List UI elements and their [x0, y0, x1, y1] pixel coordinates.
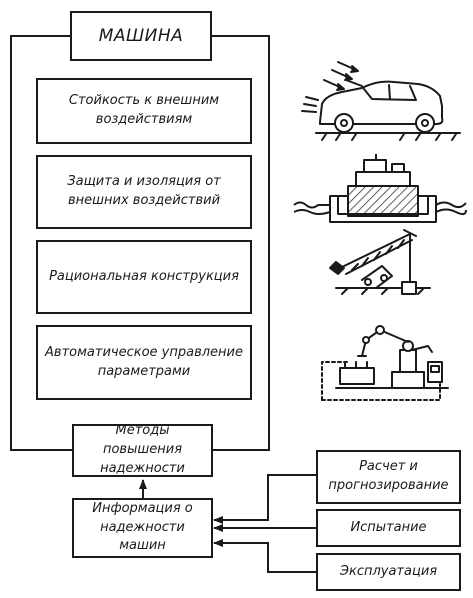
arrow-calc-to-info: [213, 474, 316, 524]
block-resistance: Стойкость к внешним воздействиям: [36, 78, 252, 144]
source-calculation: Расчет и прогнозирование: [316, 450, 461, 504]
arrow-exploit-to-info: [213, 539, 316, 573]
source-exploitation: Эксплуатация: [316, 553, 461, 591]
source-testing: Испытание: [316, 509, 461, 547]
block-rational-design: Рациональная конструкция: [36, 240, 252, 314]
info-box: Информация о надежности машин: [72, 498, 213, 558]
methods-box: Методы повышения надежности: [72, 423, 213, 477]
block-protection: Защита и изоляция от внешних воздействий: [36, 155, 252, 229]
machine-title: МАШИНА: [70, 11, 212, 61]
block-auto-control: Автоматическое управление параметрами: [36, 325, 252, 400]
